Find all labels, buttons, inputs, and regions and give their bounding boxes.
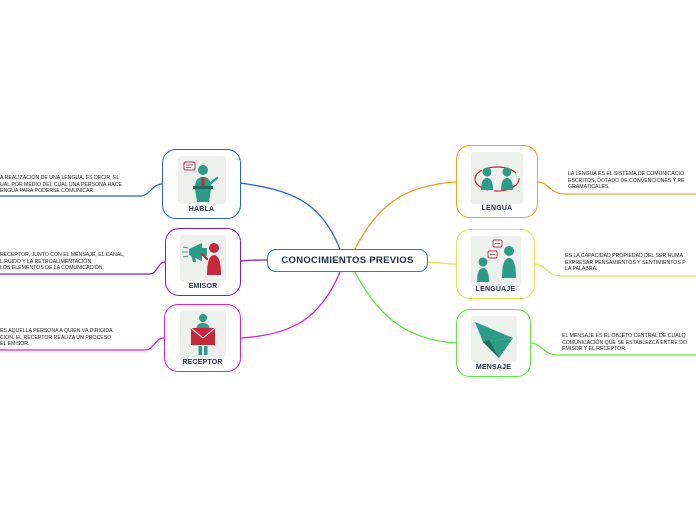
note-lenguaje: ES LA CAPACIDAD PROPIEDAD DEL SER HUMA E… <box>565 253 686 273</box>
envelope-person-icon <box>190 314 215 355</box>
connector-mensaje <box>354 271 457 344</box>
note-receptor: ES AQUELLA PERSONA A QUIEN VA DIRIGIDA C… <box>0 328 113 348</box>
thumb-emisor <box>180 235 226 281</box>
node-emisor[interactable]: EMISOR <box>165 228 241 296</box>
thumb-habla <box>177 156 226 204</box>
thumb-mensaje <box>470 316 517 362</box>
note-mensaje: EL MENSAJE ES EL OBJETO CENTRAL DE CUALQ… <box>562 333 687 353</box>
connector-emisor <box>240 259 268 262</box>
node-receptor-label: RECEPTOR <box>182 359 223 366</box>
note-link-lenguaje <box>534 263 696 277</box>
central-topic[interactable]: CONOCIMIENTOS PREVIOS <box>267 249 428 272</box>
note-link-lengua <box>537 181 696 195</box>
thumb-receptor <box>179 311 226 357</box>
connector-habla <box>239 182 341 250</box>
chat-people-icon <box>476 239 516 282</box>
speaker-podium-icon <box>183 161 218 202</box>
central-topic-label: CONOCIMIENTOS PREVIOS <box>281 255 414 266</box>
node-lengua-label: LENGUA <box>481 205 513 212</box>
exchange-people-icon <box>474 166 520 192</box>
node-receptor[interactable]: RECEPTOR <box>164 304 241 372</box>
connector-lengua <box>354 181 457 250</box>
node-habla-label: HABLA <box>188 206 215 213</box>
note-habla: A REALIZACION DE UNA LENGUA, ES DECIR, E… <box>0 175 122 195</box>
node-habla[interactable]: HABLA <box>162 149 241 219</box>
note-lengua: LA LENGUA ES EL SISTEMA DE COMUNICACIÓ E… <box>568 171 685 191</box>
node-lenguaje-label: LENGUAJE <box>475 286 516 293</box>
node-lenguaje[interactable]: LENGUAJE <box>456 229 535 299</box>
note-link-receptor <box>0 337 165 351</box>
connector-receptor <box>240 271 341 339</box>
node-emisor-label: EMISOR <box>188 283 218 290</box>
thumb-lengua <box>471 152 523 204</box>
node-mensaje-label: MENSAJE <box>475 364 512 371</box>
note-link-habla <box>0 183 163 197</box>
node-lengua[interactable]: LENGUA <box>456 145 538 218</box>
thumb-lenguaje <box>470 236 521 286</box>
note-emisor: RECEPTOR, JUNTO CON EL MENSAJE, EL CANAL… <box>0 252 125 272</box>
note-link-mensaje <box>530 342 696 356</box>
paper-plane-icon <box>474 322 513 358</box>
connector-lenguaje <box>427 261 457 265</box>
note-link-emisor <box>0 261 166 275</box>
node-mensaje[interactable]: MENSAJE <box>456 309 531 377</box>
megaphone-icon <box>182 243 221 275</box>
